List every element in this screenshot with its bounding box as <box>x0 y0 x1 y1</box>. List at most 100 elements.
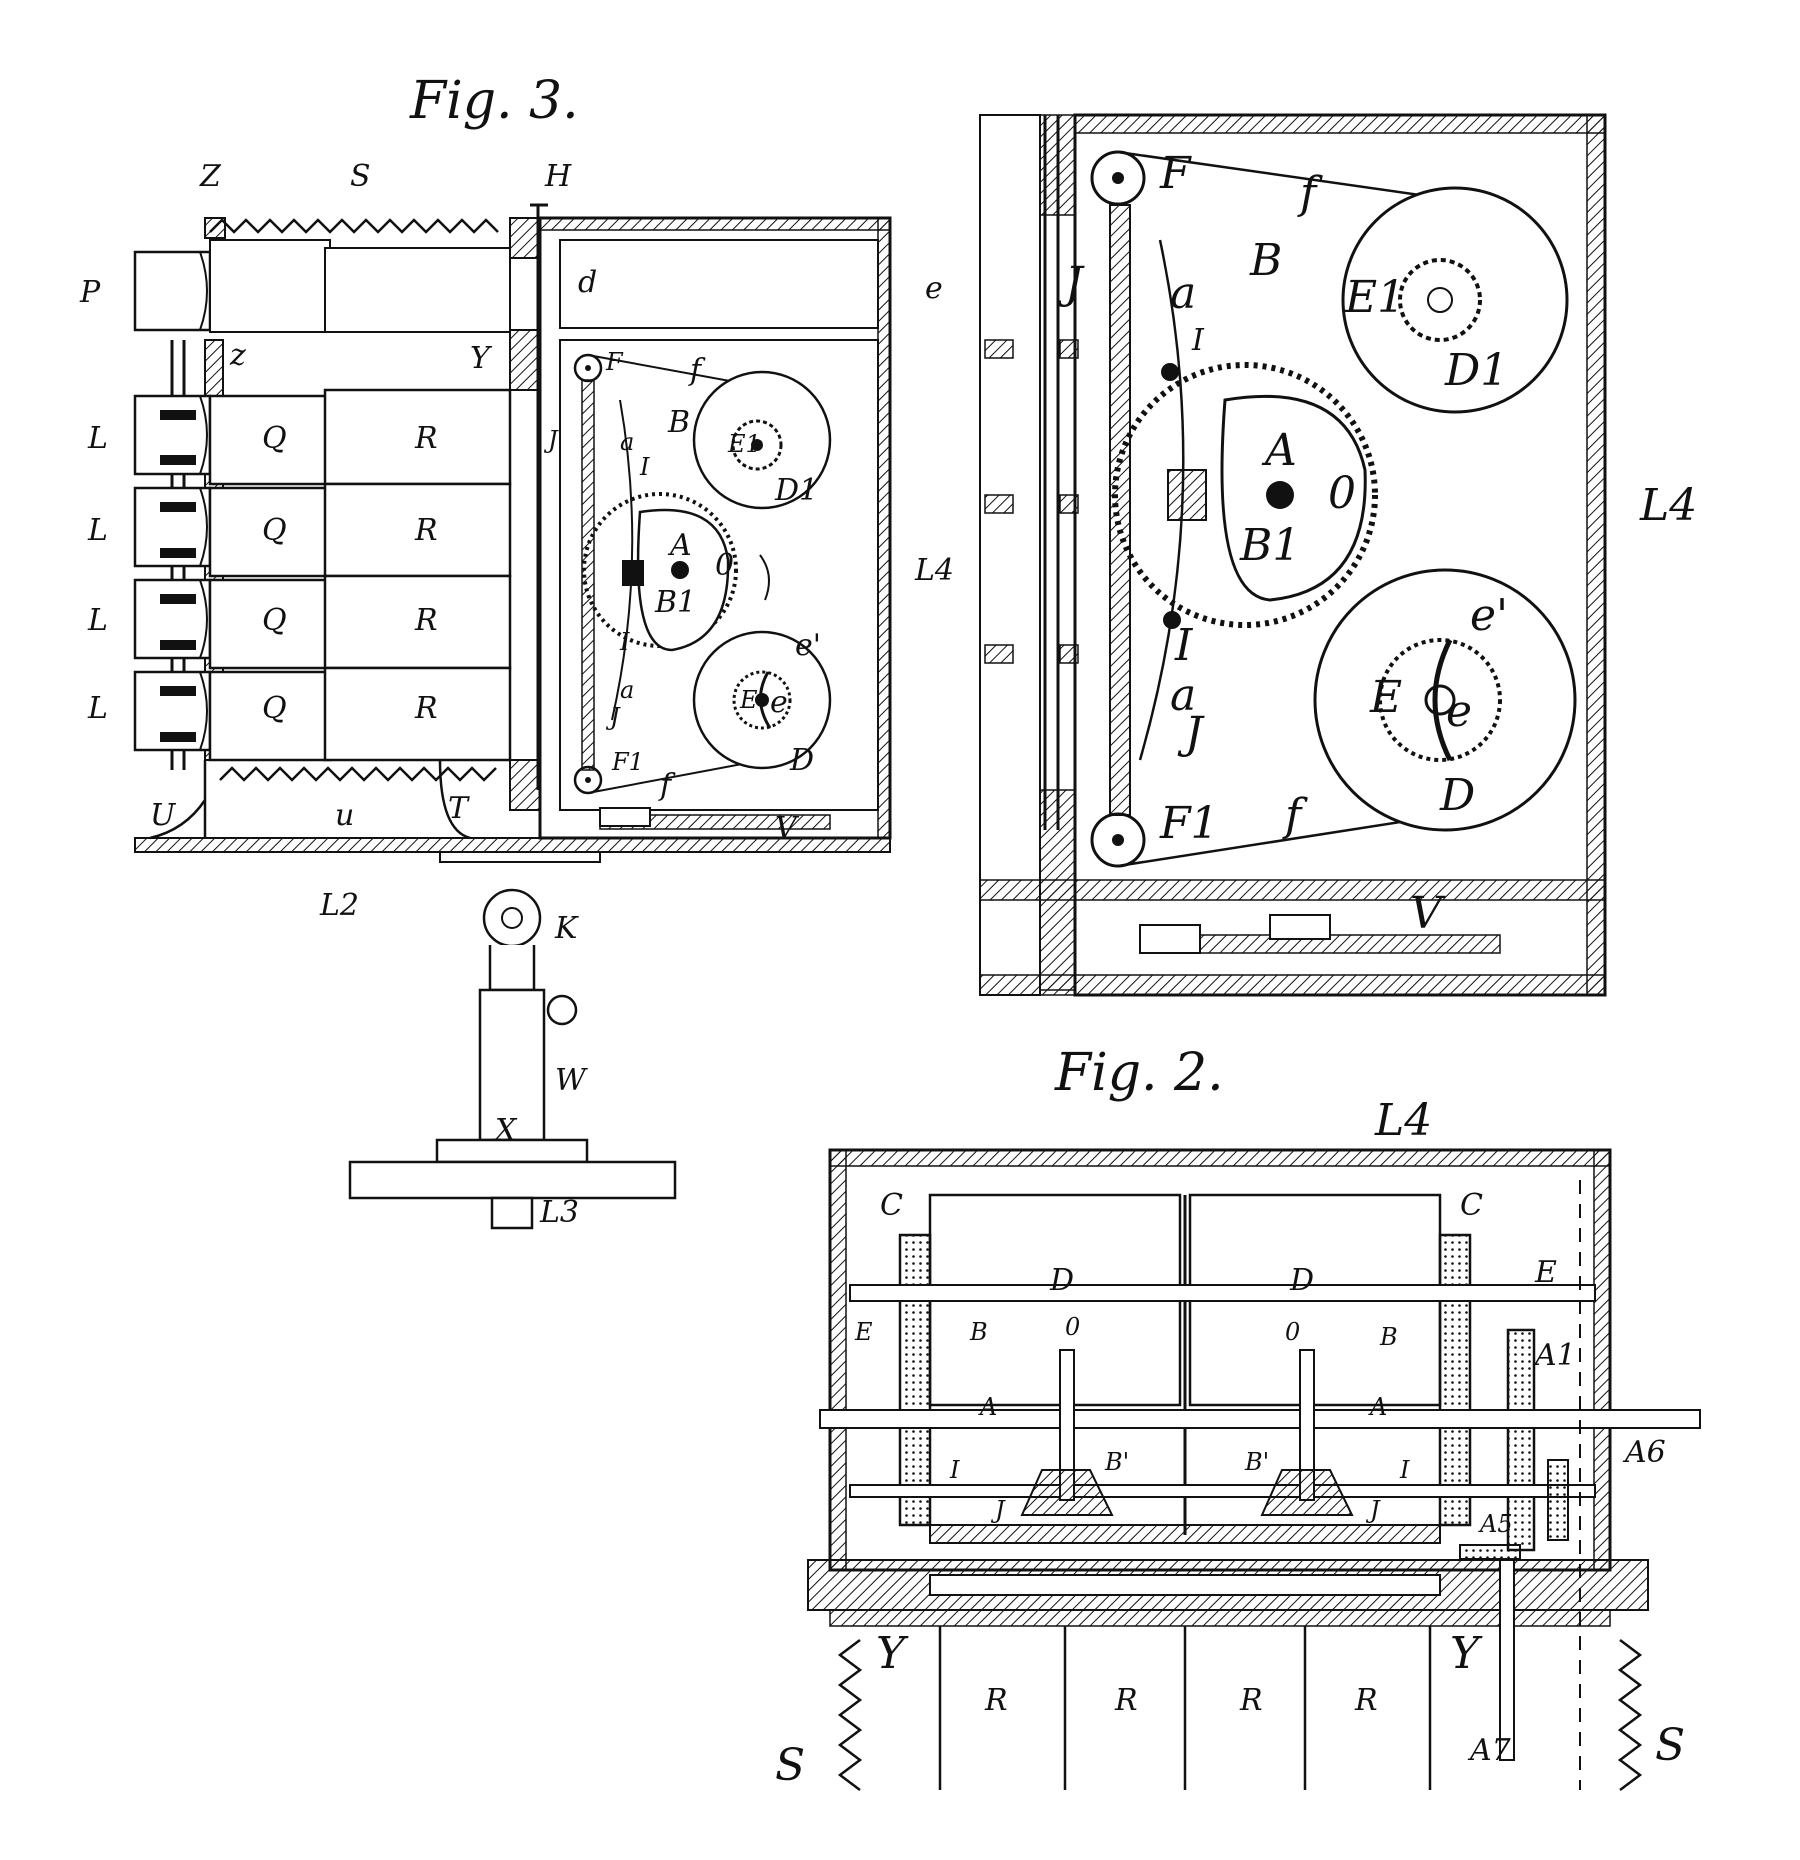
fig3-roller-f-axle <box>585 365 591 371</box>
fig3-label-z-lower: z <box>229 338 246 373</box>
fig2-bellows-right <box>1617 1639 1643 1791</box>
fig2-gear-c-left <box>898 1233 932 1527</box>
fig3-label-t: T <box>448 791 470 826</box>
detail-block-b1 <box>1167 469 1207 521</box>
fig3-label-r-3: R <box>414 603 438 638</box>
fig3-table <box>348 1160 677 1200</box>
fig3-label-e1: E1 <box>727 430 761 458</box>
fig3-label-p: P <box>79 275 101 310</box>
detail-roller-f-axle <box>1112 172 1124 184</box>
fig3-label-e-prime: e' <box>795 628 821 663</box>
fig2-gear-a1 <box>1506 1328 1536 1552</box>
fig3-label-z: Z <box>199 159 222 194</box>
fig3-tripod-plate <box>439 851 601 863</box>
fig2-shaft-a <box>819 1409 1701 1429</box>
fig2-shaft-a7 <box>1499 1559 1515 1761</box>
fig2-wall-left <box>829 1149 847 1571</box>
fig3-label-a: a <box>620 428 634 456</box>
fig2-wall-right <box>1593 1149 1611 1571</box>
fig3-bellows-top <box>209 218 499 234</box>
detail-wall-top <box>1074 114 1606 134</box>
fig3-label-q-2: Q <box>262 513 287 548</box>
fig3-magazine-wall-top <box>539 217 891 231</box>
fig3-ball-joint-k-center <box>501 907 523 929</box>
fig3-label-i: I <box>639 453 650 481</box>
fig3-roller-f1-axle <box>585 777 591 783</box>
fig3-label-f-roller: F <box>605 348 624 376</box>
fig3-shaft-a <box>671 561 689 579</box>
detail-slide-block <box>1139 924 1201 954</box>
detail-label-l4: L4 <box>1639 480 1697 531</box>
fig2-label-s-right: S <box>1655 1720 1685 1771</box>
detail-label-a-shaft: A <box>1261 425 1297 476</box>
detail-pin-i-upper <box>1161 363 1179 381</box>
fig3-label-l2: L2 <box>319 888 359 923</box>
fig2-label-e-left: E <box>854 1318 873 1346</box>
detail-label-e1: E1 <box>1344 272 1405 323</box>
fig3-label-u-lower: u <box>335 798 354 833</box>
fig2-bevel-a6 <box>1547 1459 1569 1541</box>
detail-label-i-upper: I <box>1191 323 1205 358</box>
fig3-lens-p <box>133 250 212 332</box>
fig2-label-a7: A7 <box>1467 1733 1512 1768</box>
fig2-label-c-right: C <box>1460 1188 1483 1223</box>
detail-label-e: E <box>1369 672 1402 723</box>
fig2-label-y-right: Y <box>1450 1628 1483 1679</box>
fig3-tube-p <box>209 239 331 333</box>
fig2-label-b-left: B <box>969 1318 988 1346</box>
fig3-label-q-3: Q <box>262 603 287 638</box>
fig3-label-e-gear: E <box>739 686 758 714</box>
detail-base-wall <box>979 879 1606 901</box>
detail-ratchet-e1-hub <box>1427 287 1453 313</box>
fig3-label-v: V <box>775 811 800 846</box>
fig3-compartment-d <box>559 239 879 329</box>
fig3-label-l-2: L <box>87 513 108 548</box>
fig3-ratchet-e1-hub <box>751 439 763 451</box>
detail-label-a-lower: a <box>1170 670 1196 721</box>
fig3-clamp-screw <box>546 994 578 1026</box>
fig3-label-x: X <box>493 1113 518 1148</box>
fig3-label-b1: B1 <box>654 585 696 620</box>
detail-slide-catch <box>1269 914 1331 940</box>
detail-pin-i-lower <box>1163 611 1181 629</box>
fig3-label-l-4: L <box>87 691 108 726</box>
detail-view: F f J a B E1 D1 I A 0 B1 L4 I e' E e a J… <box>979 113 1697 997</box>
fig3-label-b: B <box>667 405 690 440</box>
detail-left-column <box>979 114 1041 996</box>
fig3-label-d: D <box>789 743 814 778</box>
fig2-plate-j <box>929 1524 1441 1544</box>
fig2-label-a-right: A <box>1368 1393 1387 1421</box>
fig2-label-i-right: I <box>1399 1456 1410 1484</box>
detail-label-o: 0 <box>1328 468 1356 519</box>
fig3-rear-frame-bottom <box>509 759 541 811</box>
fig2-frame-y-inner <box>929 1574 1441 1596</box>
fig2-label-s-left: S <box>775 1740 805 1791</box>
fig2-label-e-right: E <box>1534 1255 1557 1290</box>
detail-gear-b <box>1112 362 1378 628</box>
fig3-screw-l3 <box>490 1196 534 1230</box>
fig2-title: Fig. 2. <box>1054 1043 1224 1103</box>
fig2-label-o-right: 0 <box>1285 1318 1300 1346</box>
fig2-label-d-right: D <box>1289 1263 1314 1298</box>
detail-label-d1: D1 <box>1444 345 1508 396</box>
fig3-column-w <box>478 988 546 1142</box>
fig3-label-a-lower: a <box>620 676 634 704</box>
fig2-bevel-a5 <box>1459 1544 1521 1560</box>
fig2-gear-c-right <box>1438 1233 1472 1527</box>
fig3-label-q-1: Q <box>262 421 287 456</box>
fig3-label-e: e <box>925 271 943 306</box>
fig3-tube-p-inner <box>324 247 511 333</box>
fig2-label-r-1: R <box>984 1683 1008 1718</box>
fig2-lower-plate <box>829 1609 1611 1627</box>
fig3-foot-u <box>149 760 207 840</box>
detail-side-blocks <box>984 339 1079 664</box>
fig2-label-b-right: B <box>1379 1323 1398 1351</box>
detail-label-i-lower: I <box>1174 620 1194 671</box>
fig2-shaft-e <box>849 1284 1596 1302</box>
fig3-label-r-1: R <box>414 421 438 456</box>
fig3-label-r-2: R <box>414 513 438 548</box>
fig3-label-l-1: L <box>87 421 108 456</box>
fig2-label-c-left: C <box>880 1188 903 1223</box>
fig3-label-l-3: L <box>87 603 108 638</box>
fig2-labels: L4 C C D D E E B B 0 0 A1 A A I I B' B' … <box>775 1095 1685 1791</box>
